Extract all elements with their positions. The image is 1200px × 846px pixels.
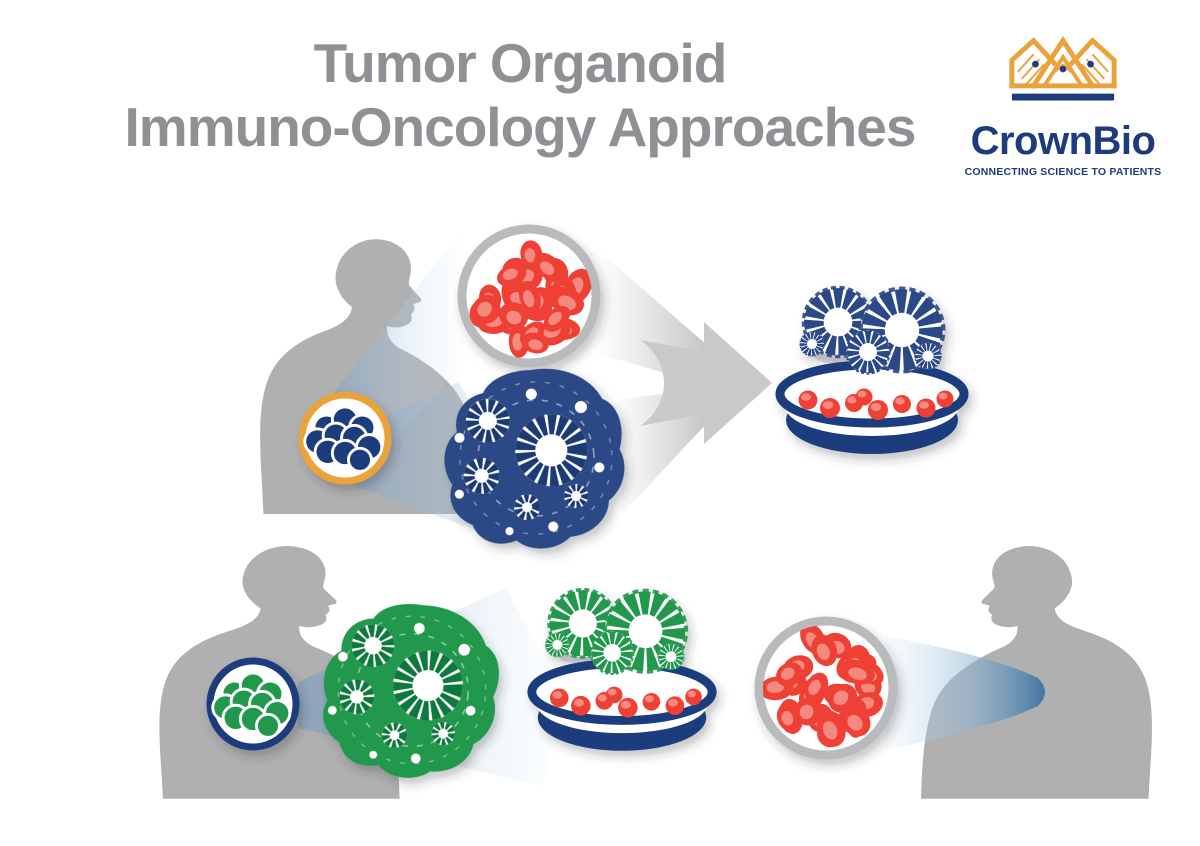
- red-immune-cell: [497, 264, 527, 287]
- red-immune-cell: [521, 332, 549, 354]
- red-immune-cell: [776, 662, 803, 687]
- red-immune-cell: [499, 302, 529, 330]
- red-immune-cell: [794, 697, 823, 726]
- merge-cone-lower: [614, 388, 708, 514]
- tumor-site-circle-top: [298, 391, 392, 485]
- red-immune-cell: [811, 634, 838, 667]
- immune-cells-microscopy-top: [457, 224, 601, 368]
- coculture-dish-blue: [780, 276, 964, 454]
- title-line-2: Immuno-Oncology Approaches: [124, 95, 917, 158]
- immune-cells-microscopy-bottom: [754, 616, 898, 760]
- crown-icon: [1009, 36, 1117, 101]
- red-immune-cell: [839, 659, 875, 685]
- page-title: Tumor Organoid Immuno-Oncology Approache…: [30, 32, 1010, 160]
- tumor-site-circle-bottom: [206, 657, 300, 751]
- coculture-dish-green: [532, 578, 712, 750]
- tumor-organoid-blue: [436, 361, 633, 558]
- logo-wordmark: CrownBio: [970, 119, 1156, 163]
- arrow-right-icon: [640, 322, 772, 444]
- red-immune-cell: [776, 702, 801, 731]
- red-immune-cell: [804, 672, 829, 702]
- red-immune-cell: [518, 281, 541, 314]
- red-immune-cell: [840, 705, 871, 737]
- logo-tagline: CONNECTING SCIENCE TO PATIENTS: [964, 166, 1162, 178]
- red-immune-cell: [828, 683, 858, 713]
- crownbio-logo: CrownBio CONNECTING SCIENCE TO PATIENTS: [963, 26, 1163, 178]
- red-immune-cell: [472, 294, 501, 324]
- red-immune-cell: [543, 305, 570, 332]
- infusion-beam-to-patient: [885, 636, 1045, 750]
- red-immune-cell: [816, 711, 846, 747]
- title-line-1: Tumor Organoid: [313, 32, 728, 94]
